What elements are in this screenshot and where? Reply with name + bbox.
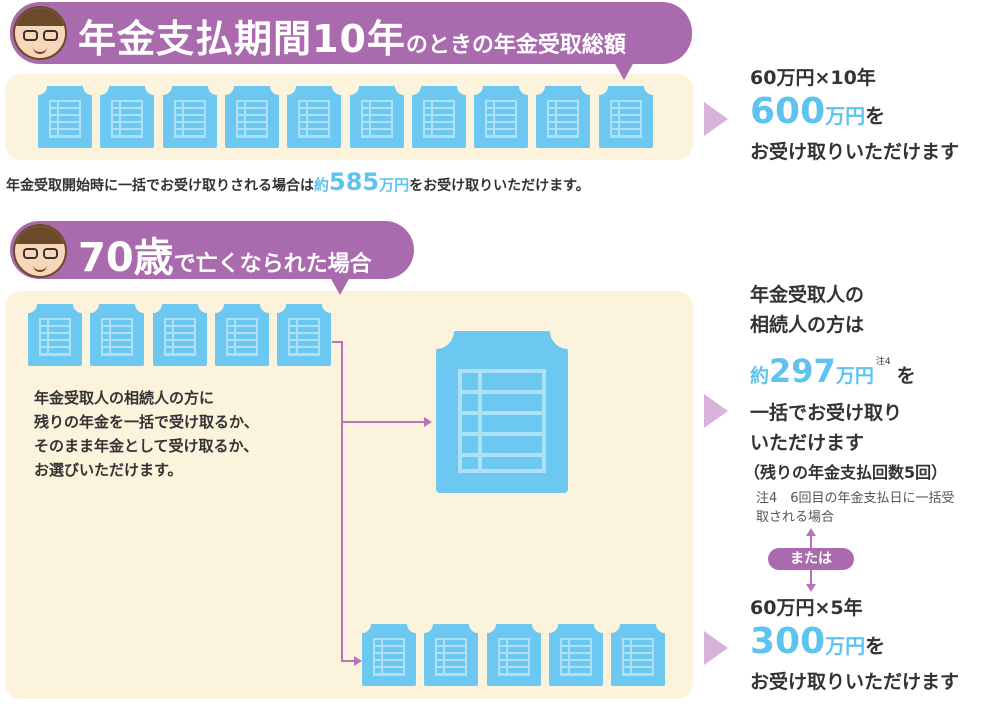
annuity-line2: お受け取りいただけます	[750, 671, 960, 693]
annuity-arrow	[704, 631, 728, 665]
pension-document-icon	[611, 624, 666, 686]
lump-particle: を	[896, 365, 916, 387]
annuity-particle: を	[865, 634, 886, 658]
lump-sum-document-icon	[436, 331, 568, 493]
connector-arrowhead	[424, 417, 432, 427]
section2-heading-sub: で亡くなられた場合	[173, 252, 372, 277]
section1-result-amount: 600	[750, 91, 826, 132]
section1-note-suffix: をお受け取りいただけます。	[409, 178, 590, 194]
description-line: そのまま年金として受け取るか、	[34, 437, 259, 455]
footnote-line2: 取される場合	[756, 510, 835, 525]
lump-sum-result: 年金受取人の 相続人の方は 約297万円注4を 一括でお受け取り いただけます …	[744, 280, 995, 488]
section1-note-amount: 585	[329, 168, 380, 196]
pension-document-icon	[152, 304, 207, 366]
annuity-formula: 60万円×5年	[750, 597, 863, 619]
section1-note-unit: 万円	[379, 176, 410, 194]
footnote: 注4 6回目の年金支払日に一括受 取される場合	[756, 489, 955, 527]
person-face-icon	[13, 6, 67, 60]
description-line: 残りの年金を一括で受け取るか、	[34, 413, 259, 431]
pension-document-icon	[349, 86, 404, 148]
section1-note-approx: 約	[314, 176, 330, 194]
section1-result-unit: 万円	[825, 104, 866, 128]
annuity-result: 60万円×5年 300万円を お受け取りいただけます	[750, 596, 995, 694]
lump-unit: 万円	[835, 365, 874, 387]
section1-result-line2: お受け取りいただけます	[750, 141, 960, 163]
pension-document-icon	[548, 624, 603, 686]
footnote-line1: 注4 6回目の年金支払日に一括受	[756, 491, 955, 506]
lump-sum-arrow	[704, 394, 728, 428]
connector-line	[341, 660, 355, 662]
pension-document-icon	[214, 304, 269, 366]
lump-line5: いただけます	[750, 432, 865, 454]
lump-line2: 相続人の方は	[750, 314, 865, 336]
lump-amount: 297	[769, 352, 836, 390]
section1-result-arrow	[704, 102, 728, 136]
pension-document-icon	[38, 86, 92, 148]
pension-document-icon	[424, 624, 479, 686]
section1-heading-main: 年金支払期間10年	[78, 17, 406, 61]
pension-document-icon	[536, 86, 591, 148]
connector-line	[341, 421, 425, 423]
section2-description: 年金受取人の相続人の方に 残りの年金を一括で受け取るか、 そのまま年金として受け…	[34, 386, 259, 482]
section2-heading-bubble: 70歳で亡くなられた場合	[10, 221, 414, 295]
description-line: お選びいただけます。	[34, 461, 183, 479]
or-badge: または	[768, 548, 854, 570]
section1-result: 60万円×10年 600万円を お受け取りいただけます	[750, 66, 995, 164]
pension-document-icon	[486, 624, 541, 686]
pension-document-icon	[224, 86, 279, 148]
pension-document-icon	[100, 86, 155, 148]
pension-document-icon	[162, 86, 217, 148]
pension-document-icon	[598, 86, 653, 148]
pension-document-icon	[474, 86, 529, 148]
lump-line1: 年金受取人の	[750, 284, 865, 306]
pension-document-icon	[28, 304, 82, 366]
or-down-arrowhead	[806, 584, 816, 592]
section1-result-particle: を	[865, 104, 886, 128]
pension-document-icon	[411, 86, 466, 148]
section2-heading-main: 70歳	[78, 235, 174, 281]
connector-line	[332, 341, 342, 343]
section1-heading-bubble: 年金支払期間10年のときの年金受取総額	[10, 2, 692, 80]
pension-document-icon	[362, 624, 416, 686]
pension-document-icon	[90, 304, 145, 366]
section1-heading-sub: のときの年金受取総額	[405, 33, 626, 58]
lump-approx: 約	[750, 365, 770, 387]
section1-result-formula: 60万円×10年	[750, 67, 876, 89]
pension-document-icon	[287, 86, 342, 148]
section1-note-prefix: 年金受取開始時に一括でお受け取りされる場合は	[6, 178, 314, 194]
lump-note-mark: 注4	[875, 357, 891, 367]
lump-line4: 一括でお受け取り	[750, 402, 903, 424]
connector-arrowhead	[354, 656, 362, 666]
section1-note: 年金受取開始時に一括でお受け取りされる場合は約585万円をお受け取りいただけます…	[6, 168, 590, 200]
lump-remaining: （残りの年金支払回数5回）	[744, 463, 948, 482]
pension-document-icon	[277, 304, 332, 366]
or-up-arrowhead	[806, 528, 816, 536]
description-line: 年金受取人の相続人の方に	[34, 389, 215, 407]
connector-line	[341, 341, 343, 661]
annuity-unit: 万円	[825, 634, 866, 658]
person-face-icon	[13, 224, 67, 278]
annuity-amount: 300	[750, 621, 826, 662]
